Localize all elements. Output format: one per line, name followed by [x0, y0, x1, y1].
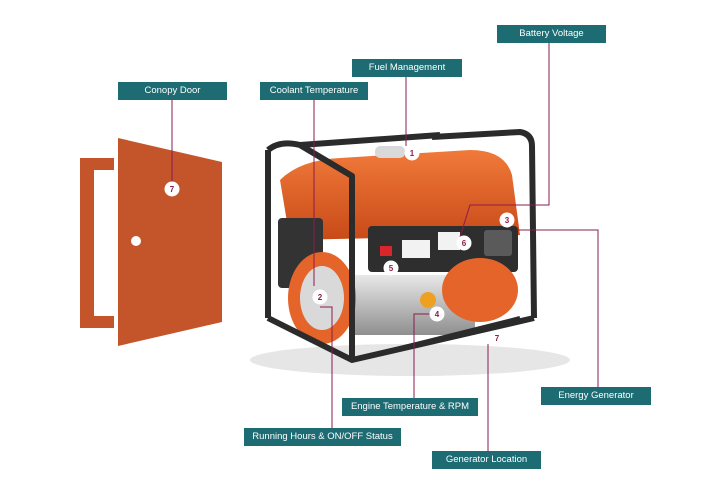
panel-sticker	[402, 240, 430, 258]
label-engine-temperature-rpm: Engine Temperature & RPM	[342, 398, 478, 416]
panel-switch	[380, 246, 392, 256]
marker-location-number: 7	[495, 334, 500, 343]
marker-engine-number: 4	[435, 310, 440, 319]
label-coolant-temperature: Coolant Temperature	[260, 82, 368, 100]
marker-fuel-number: 1	[410, 149, 415, 158]
generator-illustration	[250, 129, 570, 376]
tube-frame-base	[351, 316, 521, 362]
canopy-door-illustration	[80, 138, 222, 346]
marker-energy: 3	[499, 212, 515, 228]
door-frame	[80, 158, 114, 328]
marker-coolant: 2	[312, 289, 328, 305]
label-canopy-door: Conopy Door	[118, 82, 227, 100]
label-battery-voltage: Battery Voltage	[497, 25, 606, 43]
marker-battery-number: 6	[462, 239, 467, 248]
label-generator-location: Generator Location	[432, 451, 541, 469]
leader-engine-temperature	[413, 313, 437, 398]
leader-battery-voltage	[459, 42, 550, 238]
throttle-knob	[420, 292, 436, 308]
panel-meter	[438, 232, 460, 250]
marker-fuel-circle	[404, 145, 420, 161]
fuel-cap	[375, 146, 405, 158]
label-fuel-management: Fuel Management	[352, 59, 462, 77]
marker-engine-circle	[429, 306, 445, 322]
marker-energy-circle	[499, 212, 515, 228]
marker-door-number: 7	[170, 185, 175, 194]
marker-engine: 4	[429, 306, 445, 322]
marker-location-circle	[489, 330, 505, 346]
tank-body	[280, 150, 520, 240]
marker-door-circle	[164, 181, 180, 197]
marker-door: 7	[164, 181, 180, 197]
marker-battery: 6	[456, 235, 472, 251]
tube-frame	[265, 129, 537, 363]
marker-battery-circle	[456, 235, 472, 251]
panel-outlet	[484, 230, 512, 256]
label-energy-generator: Energy Generator	[541, 387, 651, 405]
label-running-hours-status: Running Hours & ON/OFF Status	[244, 428, 401, 446]
marker-running: 5	[383, 260, 399, 276]
marker-running-number: 5	[389, 264, 394, 273]
tube-frame-top	[299, 132, 441, 148]
marker-energy-number: 3	[505, 216, 510, 225]
marker-running-circle	[383, 260, 399, 276]
door-knob	[131, 236, 141, 246]
leader-energy-generator	[517, 229, 599, 387]
door-panel	[118, 138, 222, 346]
marker-fuel: 1	[404, 145, 420, 161]
leader-running-hours	[320, 306, 333, 428]
leader-lines	[171, 42, 599, 451]
marker-location: 7	[489, 330, 505, 346]
alternator	[442, 258, 518, 322]
marker-coolant-number: 2	[318, 293, 323, 302]
marker-coolant-circle	[312, 289, 328, 305]
